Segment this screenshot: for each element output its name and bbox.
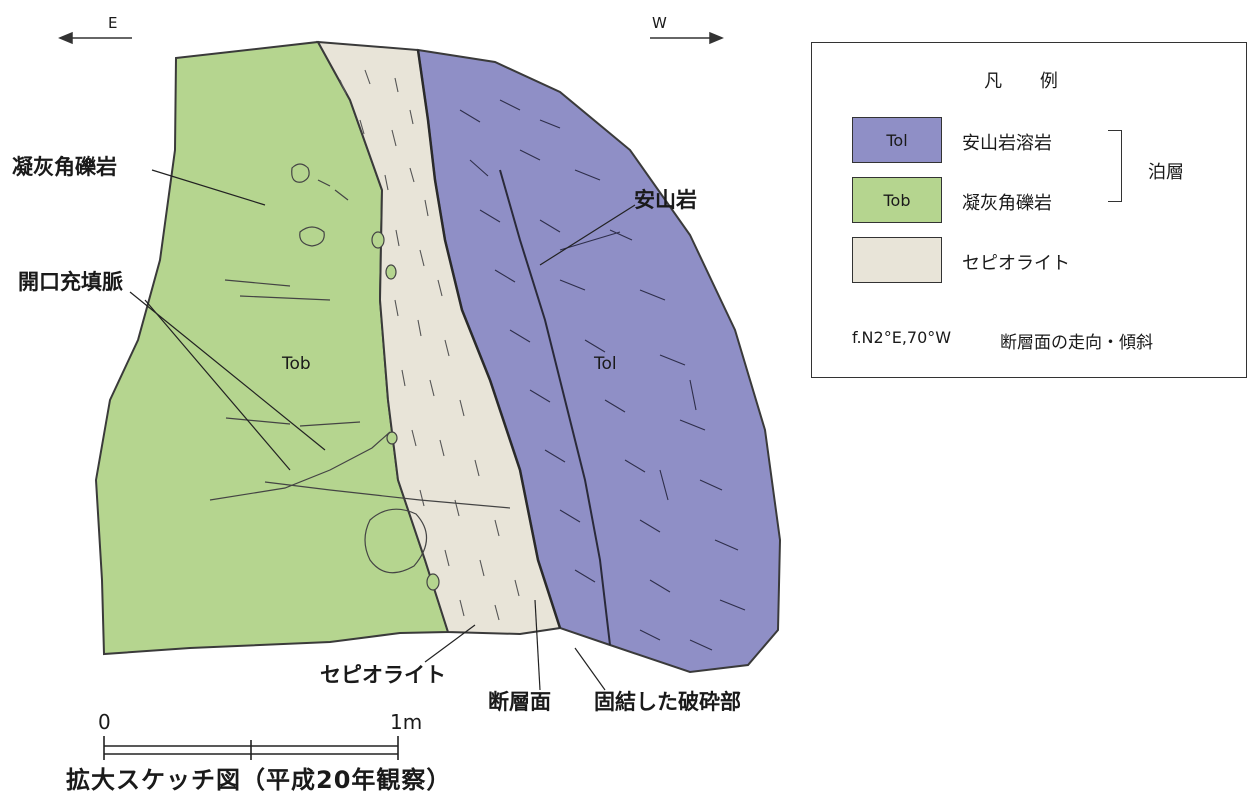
legend-name-tob: 凝灰角礫岩: [962, 193, 1052, 214]
legend-code-tob: Tob: [883, 190, 911, 210]
direction-arrow-west: [650, 31, 724, 45]
label-sepiolite: セピオライト: [320, 663, 446, 687]
label-andesite: 安山岩: [634, 188, 697, 212]
legend-title: 凡 例: [984, 71, 1074, 92]
scale-label-end: 1m: [390, 710, 423, 734]
direction-label-east: E: [108, 14, 118, 32]
label-tuff-breccia: 凝灰角礫岩: [12, 155, 117, 179]
legend-fault-code: f.N2°E,70°W: [852, 328, 952, 347]
legend-fault-desc: 断層面の走向・傾斜: [1000, 333, 1153, 353]
label-open-vein: 開口充填脈: [18, 270, 123, 294]
label-fault-plane: 断層面: [488, 690, 551, 714]
fault-plane-line: [416, 49, 562, 629]
leader-lines: [129, 169, 636, 691]
tuff-features: [209, 163, 511, 574]
direction-arrow-east: [58, 31, 132, 45]
scale-bar: [103, 736, 399, 760]
legend-group-label: 泊層: [1148, 162, 1184, 183]
figure-caption: 拡大スケッチ図（平成20年観察）: [66, 766, 452, 794]
andesite-texture: [459, 99, 746, 651]
legend-box: 凡 例 Tol 安山岩溶岩 Tob 凝灰角礫岩 セピオライト 泊層 f.N2°E…: [811, 42, 1247, 378]
legend-name-sepiolite: セピオライト: [962, 253, 1070, 274]
legend-swatch-sepiolite: [852, 237, 942, 283]
unit-label-tob: Tob: [282, 354, 311, 374]
sepiolite-texture: [339, 69, 520, 621]
sepiolite-lumps: [371, 231, 440, 591]
unit-label-tol: Tol: [594, 354, 617, 374]
fractured-zone-line: [499, 169, 611, 646]
legend-swatch-tob: Tob: [852, 177, 942, 223]
label-consolidated-fractured: 固結した破砕部: [594, 690, 741, 714]
direction-label-west: W: [652, 14, 667, 32]
legend-group-brace: [1108, 130, 1122, 202]
legend-name-tol: 安山岩溶岩: [962, 133, 1052, 154]
scale-label-zero: 0: [98, 710, 111, 734]
legend-code-tol: Tol: [886, 130, 908, 150]
legend-swatch-tol: Tol: [852, 117, 942, 163]
